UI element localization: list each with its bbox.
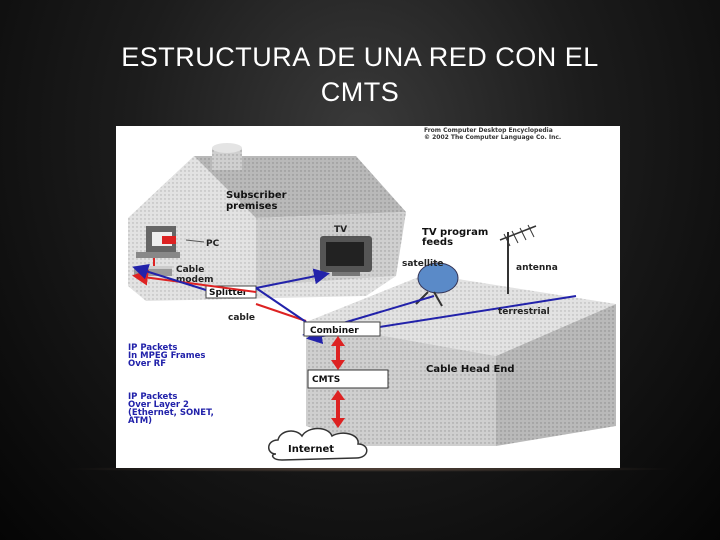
ip-rf-label: IP Packets In MPEG Frames Over RF	[128, 343, 205, 369]
internet-cloud-icon	[268, 427, 368, 461]
slide-title-line-1: ESTRUCTURA DE UNA RED CON EL	[121, 42, 599, 72]
head-end-to-splitter-line	[255, 287, 307, 323]
internet-label: Internet	[288, 444, 334, 455]
rf-arrow-up	[331, 336, 345, 346]
ip-l2-line-2: Over Layer 2	[128, 400, 189, 410]
tv-feeds-label-line-1: TV program	[422, 227, 488, 238]
tv-feeds-label-line-2: feeds	[422, 237, 453, 248]
subscriber-house	[128, 143, 406, 301]
blue-signal-to-modem	[132, 263, 207, 291]
ip-l2-line-3: (Ethernet, SONET,	[128, 408, 214, 418]
cable-modem-label-line-1: Cable	[176, 265, 204, 275]
combiner-label: Combiner	[310, 326, 359, 336]
combiner-box	[303, 321, 381, 337]
ip-l2-label: IP Packets Over Layer 2 (Ethernet, SONET…	[128, 392, 214, 426]
subscriber-label-line-2: premises	[226, 201, 277, 212]
figure-shadow	[60, 466, 680, 472]
cmts-label: CMTS	[312, 375, 340, 385]
slide-title-line-2: CMTS	[320, 77, 400, 107]
pc-pointer	[185, 239, 205, 243]
ip-l2-line-4: ATM)	[128, 416, 152, 426]
tv-icon	[320, 236, 372, 276]
satellite-label: satellite	[402, 259, 444, 269]
head-end-building	[306, 274, 616, 446]
credit-line-2: © 2002 The Computer Language Co. Inc.	[424, 134, 561, 141]
network-diagram-svg: From Computer Desktop Encyclopedia © 200…	[128, 127, 616, 461]
credit-line-1: From Computer Desktop Encyclopedia	[424, 127, 553, 134]
red-signal-to-modem	[132, 269, 257, 293]
ip-l2-line-1: IP Packets	[128, 392, 177, 402]
pc-icon	[136, 226, 180, 258]
antenna-icon	[499, 224, 537, 294]
splitter-label: Splitter	[209, 288, 248, 298]
ip-rf-line-1: IP Packets	[128, 343, 177, 353]
layer2-arrow-up	[331, 390, 345, 400]
cmts-box	[307, 369, 389, 389]
cable-modem-label-line-2: modem	[176, 275, 214, 285]
terrestrial-label: terrestrial	[498, 307, 550, 317]
cable-label: cable	[228, 313, 255, 323]
ip-rf-line-3: Over RF	[128, 359, 166, 369]
tv-label: TV	[334, 225, 347, 235]
rf-arrow-down	[331, 360, 345, 370]
slide-title: ESTRUCTURA DE UNA RED CON EL CMTS	[60, 40, 660, 110]
cable-modem-icon	[134, 266, 172, 276]
layer2-arrow-down	[331, 418, 345, 428]
red-signal-cable	[255, 303, 307, 322]
antenna-label: antenna	[516, 263, 558, 273]
blue-signal-to-tv	[255, 268, 330, 289]
network-diagram: From Computer Desktop Encyclopedia © 200…	[116, 126, 620, 468]
ip-rf-line-2: In MPEG Frames	[128, 351, 205, 361]
satellite-dish-icon	[415, 262, 459, 307]
pc-label: PC	[206, 239, 220, 249]
subscriber-label-line-1: Subscriber	[226, 190, 287, 201]
head-end-label: Cable Head End	[426, 364, 515, 375]
